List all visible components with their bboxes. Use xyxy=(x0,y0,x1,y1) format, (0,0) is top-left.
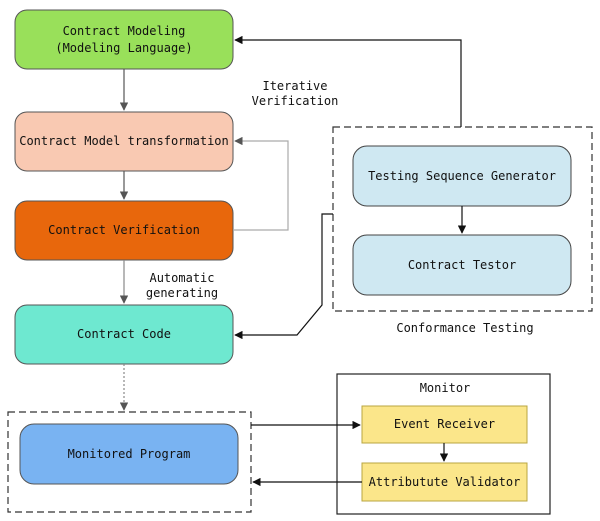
contract-modeling-line2: (Modeling Language) xyxy=(55,40,193,55)
monitored-program-node xyxy=(19,423,239,485)
contract-modeling-label: Contract Modeling (Modeling Language) xyxy=(15,10,233,69)
contract-modeling-line1: Contract Modeling xyxy=(62,23,186,38)
arrow-testing-to-code xyxy=(234,213,333,340)
iterative-verification-line2: Verification xyxy=(251,94,339,108)
automatic-generating-line1: Automatic xyxy=(149,271,215,285)
event-receiver-label: Event Receiver xyxy=(393,417,496,431)
iterative-verification-loop xyxy=(233,136,289,231)
contract-code-label: Contract Code xyxy=(77,327,171,341)
automatic-generating-line2: generating xyxy=(145,286,219,300)
iterative-verification-annotation: Iterative Verification xyxy=(240,79,350,109)
attribute-validator-label: Attributute Validator xyxy=(368,474,521,489)
monitored-program-group xyxy=(7,411,252,513)
contract-testor-node xyxy=(352,234,572,296)
model-transformation-label: Contract Model transformation xyxy=(19,134,229,148)
iterative-verification-line1: Iterative xyxy=(262,79,328,93)
testing-sequence-generator-label: Testing Sequence Generator xyxy=(368,168,556,183)
monitor-caption: Monitor xyxy=(419,381,471,395)
attribute-validator-node xyxy=(361,462,528,502)
conformance-testing-caption: Conformance Testing xyxy=(396,321,534,335)
arrow-testing-to-modeling xyxy=(234,35,462,127)
monitored-program-label: Monitored Program xyxy=(67,446,191,461)
event-receiver-node xyxy=(361,405,528,444)
conformance-testing-group xyxy=(332,126,593,312)
contract-testor-label: Contract Testor xyxy=(407,257,517,272)
contract-verification-label: Contract Verification xyxy=(48,223,200,237)
automatic-generating-annotation: Automatic generating xyxy=(132,271,232,301)
